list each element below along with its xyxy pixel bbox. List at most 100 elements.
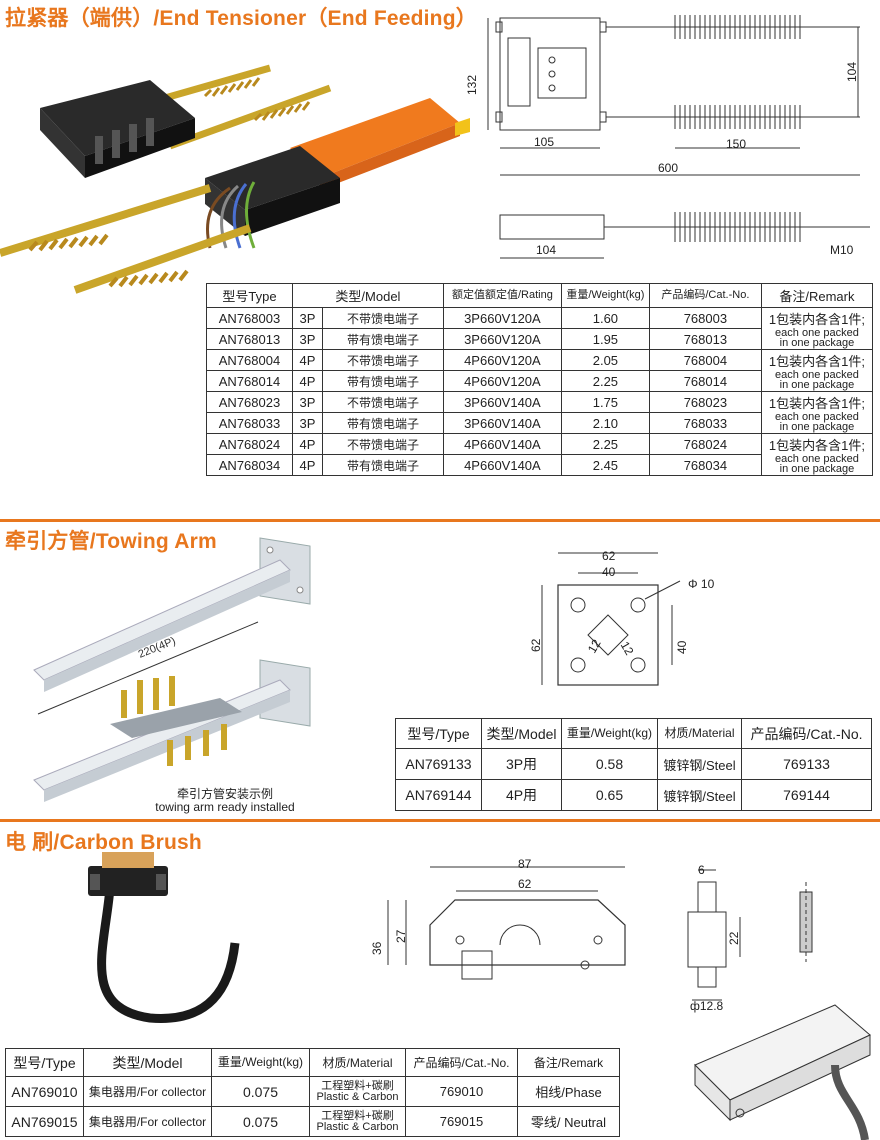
table-cell: 2.05 <box>560 349 650 371</box>
tensioner-drawing-top <box>487 15 870 259</box>
material-en: Plastic & Carbon <box>316 1090 399 1103</box>
towing-title: 牵引方管/Towing Arm <box>5 530 217 553</box>
table-cell: 4P <box>292 349 323 371</box>
table-cell: 3P <box>292 412 323 434</box>
remark-en2: in one package <box>779 463 855 475</box>
dim-105: 105 <box>534 135 555 149</box>
remark-en2: in one package <box>779 337 855 349</box>
table-cell: 1.60 <box>560 307 650 329</box>
table-cell: AN768033 <box>206 412 293 434</box>
table-header-row: 型号Type 类型/Model 额定值额定值/Rating 重量/Weight(… <box>206 283 874 308</box>
table-cell: 4P <box>292 454 323 476</box>
table-cell: 769010 <box>405 1076 518 1107</box>
table-cell: 768014 <box>648 370 762 392</box>
remark-en2: in one package <box>779 421 855 433</box>
brush-drawing-side <box>687 869 813 1001</box>
header-remark: 备注/Remark <box>760 283 874 308</box>
dim-104-gap: 104 <box>845 61 859 82</box>
header-type: 型号Type <box>206 283 293 308</box>
table-cell: AN769010 <box>5 1076 84 1107</box>
remark-en1: each one packed <box>775 411 859 423</box>
remark-cn: 1包装内各含1件; <box>768 354 865 369</box>
dim-150: 150 <box>726 137 747 151</box>
remark-en1: each one packed <box>775 327 859 339</box>
table-cell: AN769133 <box>395 748 482 780</box>
towing-drawing <box>541 552 681 686</box>
table-cell: 0.075 <box>211 1106 310 1137</box>
table-cell: 带有馈电端子 <box>322 370 444 392</box>
header-rating: 额定值额定值/Rating <box>442 283 562 308</box>
table-cell: 0.075 <box>211 1076 310 1107</box>
table-header-row: 型号/Type 类型/Model 重量/Weight(kg) 材质/Materi… <box>395 718 872 749</box>
table-cell: 2.45 <box>560 454 650 476</box>
header-model: 类型/Model <box>481 718 562 749</box>
table-cell: 769133 <box>741 748 872 780</box>
table-cell: 3P660V140A <box>442 391 562 413</box>
dim-600: 600 <box>658 161 679 175</box>
section-divider <box>0 819 880 822</box>
table-cell: 3P <box>292 391 323 413</box>
table-cell: 2.25 <box>560 370 650 392</box>
table-cell: 零线/ Neutral <box>517 1106 620 1137</box>
dim-6: 6 <box>698 863 705 877</box>
table-cell: 带有馈电端子 <box>322 328 444 350</box>
table-cell: AN768014 <box>206 370 293 392</box>
dim-36: 36 <box>370 941 384 955</box>
table-cell: 769015 <box>405 1106 518 1137</box>
header-remark: 备注/Remark <box>517 1048 620 1077</box>
table-cell: 带有馈电端子 <box>322 454 444 476</box>
table-cell: 带有馈电端子 <box>322 412 444 434</box>
table-cell: 4P <box>292 370 323 392</box>
table-cell: 2.25 <box>560 433 650 455</box>
table-cell: AN768023 <box>206 391 293 413</box>
dim-87: 87 <box>518 857 532 871</box>
table-cell: 768034 <box>648 454 762 476</box>
header-cat: 产品编码/Cat.-No. <box>648 283 762 308</box>
table-cell: 4P660V120A <box>442 349 562 371</box>
table-cell: 4P660V120A <box>442 370 562 392</box>
table-cell: 3P660V120A <box>442 307 562 329</box>
header-weight: 重量/Weight(kg) <box>561 718 658 749</box>
tensioner-title: 拉紧器（端供）/End Tensioner（End Feeding） <box>5 7 477 30</box>
remark-en1: each one packed <box>775 369 859 381</box>
table-cell: 768024 <box>648 433 762 455</box>
towing-caption-cn: 牵引方管安装示例 <box>176 787 273 801</box>
brush-table: 型号/Type 类型/Model 重量/Weight(kg) 材质/Materi… <box>5 1048 620 1137</box>
material-en: Plastic & Carbon <box>316 1120 399 1133</box>
remark-en2: in one package <box>779 379 855 391</box>
table-cell: 不带馈电端子 <box>322 391 444 413</box>
dim-m10: M10 <box>830 243 854 257</box>
table-cell: 768023 <box>648 391 762 413</box>
table-cell: 2.10 <box>560 412 650 434</box>
dim-dia: ф12.8 <box>690 999 724 1013</box>
header-model: 类型/Model <box>292 283 444 308</box>
table-cell: 3P用 <box>481 748 562 780</box>
table-cell: 3P660V120A <box>442 328 562 350</box>
header-cat: 产品编码/Cat.-No. <box>741 718 872 749</box>
header-cat: 产品编码/Cat.-No. <box>405 1048 518 1077</box>
table-cell: 不带馈电端子 <box>322 349 444 371</box>
table-cell: 4P <box>292 433 323 455</box>
dim-40-top: 40 <box>602 565 616 579</box>
remark-en1: each one packed <box>775 453 859 465</box>
table-cell: 1.75 <box>560 391 650 413</box>
table-cell: 集电器用/For collector <box>83 1076 212 1107</box>
table-cell: 768013 <box>648 328 762 350</box>
table-cell: 4P用 <box>481 779 562 811</box>
header-type: 型号/Type <box>395 718 482 749</box>
brush-drawing-front <box>387 866 626 980</box>
dim-27: 27 <box>394 929 408 943</box>
table-cell: AN768004 <box>206 349 293 371</box>
header-model: 类型/Model <box>83 1048 212 1077</box>
table-cell: 不带馈电端子 <box>322 307 444 329</box>
dim-62: 62 <box>518 877 532 891</box>
